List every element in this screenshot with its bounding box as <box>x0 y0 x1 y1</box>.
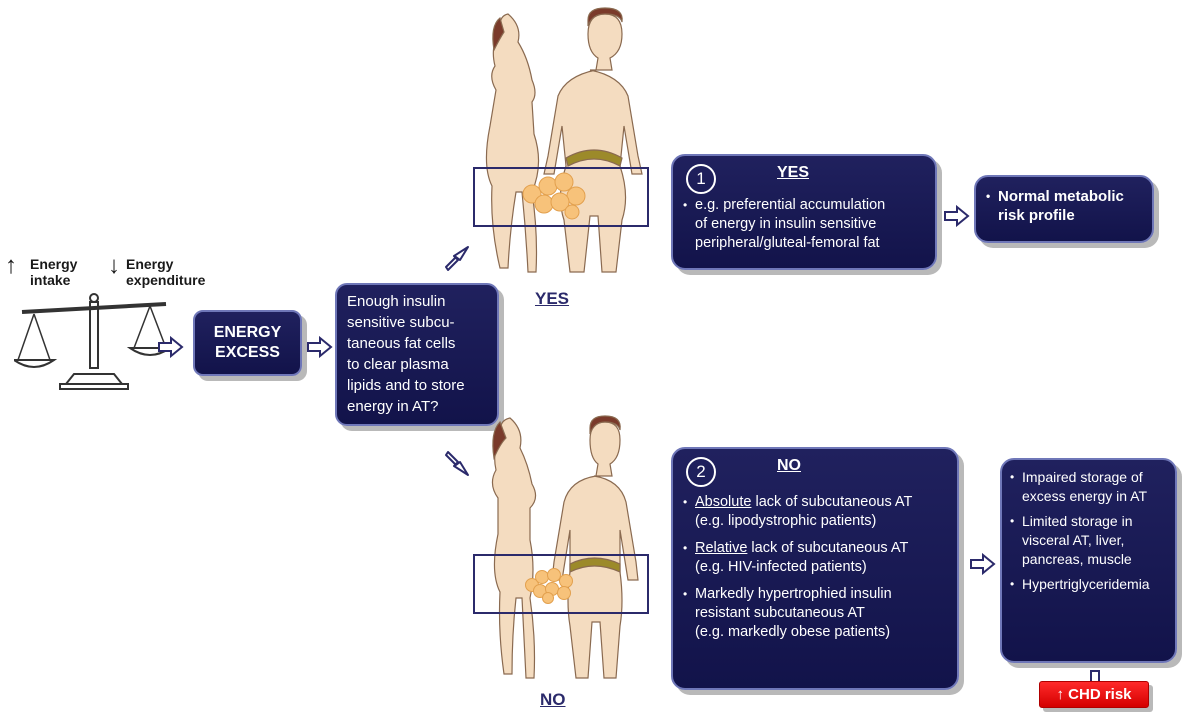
question-line: taneous fat cells <box>347 333 487 354</box>
up-arrow-icon: ↑ <box>5 252 17 280</box>
chd-risk-label: CHD risk <box>1068 686 1131 703</box>
energy-expenditure-line2: expenditure <box>126 272 205 288</box>
question-line: energy in AT? <box>347 396 487 417</box>
step-number-badge: 1 <box>686 164 716 194</box>
arrow-up-right-icon <box>443 244 471 272</box>
energy-expenditure-line1: Energy <box>126 256 173 272</box>
balance-scale-icon <box>14 290 174 390</box>
arrow-right-icon <box>307 336 333 358</box>
no-box-subline: resistant subcutaneous AT <box>683 604 912 623</box>
arrow-right-icon <box>944 205 970 227</box>
yes-label: YES <box>535 289 569 309</box>
yes-box-line: of energy in insulin sensitive <box>683 215 885 234</box>
step-number-badge: 2 <box>686 457 716 487</box>
arrow-down-right-icon <box>443 450 471 478</box>
no-box-item: Absolute lack of subcutaneous AT <box>683 493 912 512</box>
no-box-subline: (e.g. lipodystrophic patients) <box>683 512 912 531</box>
impaired-storage-box: Impaired storage of excess energy in AT … <box>1000 458 1177 663</box>
no-box-subline: (e.g. HIV-infected patients) <box>683 558 912 577</box>
yes-box-line: e.g. preferential accumulation <box>683 196 885 215</box>
arrow-right-icon <box>158 336 184 358</box>
no-box-heading: NO <box>777 457 801 475</box>
yes-box-line: peripheral/gluteal-femoral fat <box>683 234 885 253</box>
impaired-item: Limited storage in <box>1010 512 1167 531</box>
no-box-item: Relative lack of subcutaneous AT <box>683 539 912 558</box>
energy-excess-line1: ENERGY <box>195 324 300 342</box>
impaired-subline: pancreas, muscle <box>1010 550 1167 569</box>
question-line: sensitive subcu- <box>347 312 487 333</box>
impaired-subline: excess energy in AT <box>1010 487 1167 506</box>
energy-intake-line2: intake <box>30 272 70 288</box>
question-line: lipids and to store <box>347 375 487 396</box>
figures-gluteal-femoral-illustration <box>470 6 680 288</box>
figures-lipodystrophy-illustration <box>470 412 680 694</box>
arrow-right-icon <box>970 553 996 575</box>
chd-risk-badge: ↑ CHD risk <box>1039 681 1149 708</box>
impaired-subline: visceral AT, liver, <box>1010 531 1167 550</box>
normal-risk-box: Normal metabolic risk profile <box>974 175 1154 243</box>
no-box-item: Markedly hypertrophied insulin <box>683 585 912 604</box>
yes-box-heading: YES <box>777 164 809 182</box>
no-explanation-box: 2 NO Absolute lack of subcutaneous AT (e… <box>671 447 959 690</box>
up-arrow-icon: ↑ <box>1056 686 1064 703</box>
no-label: NO <box>540 690 566 710</box>
energy-excess-box: ENERGY EXCESS <box>193 310 302 376</box>
normal-risk-line: risk profile <box>986 206 1142 225</box>
energy-intake-line1: Energy <box>30 256 77 272</box>
impaired-item: Impaired storage of <box>1010 468 1167 487</box>
normal-risk-line: Normal metabolic <box>986 187 1142 206</box>
no-box-subline: (e.g. markedly obese patients) <box>683 623 912 642</box>
question-line: Enough insulin <box>347 291 487 312</box>
question-box: Enough insulin sensitive subcu- taneous … <box>335 283 499 426</box>
question-line: to clear plasma <box>347 354 487 375</box>
impaired-item: Hypertriglyceridemia <box>1010 575 1167 594</box>
energy-excess-line2: EXCESS <box>195 344 300 362</box>
fat-cells-cluster-icon <box>522 565 578 605</box>
down-arrow-icon: ↓ <box>108 252 120 280</box>
yes-explanation-box: 1 YES e.g. preferential accumulation of … <box>671 154 937 270</box>
fat-cells-cluster-icon <box>520 172 590 220</box>
